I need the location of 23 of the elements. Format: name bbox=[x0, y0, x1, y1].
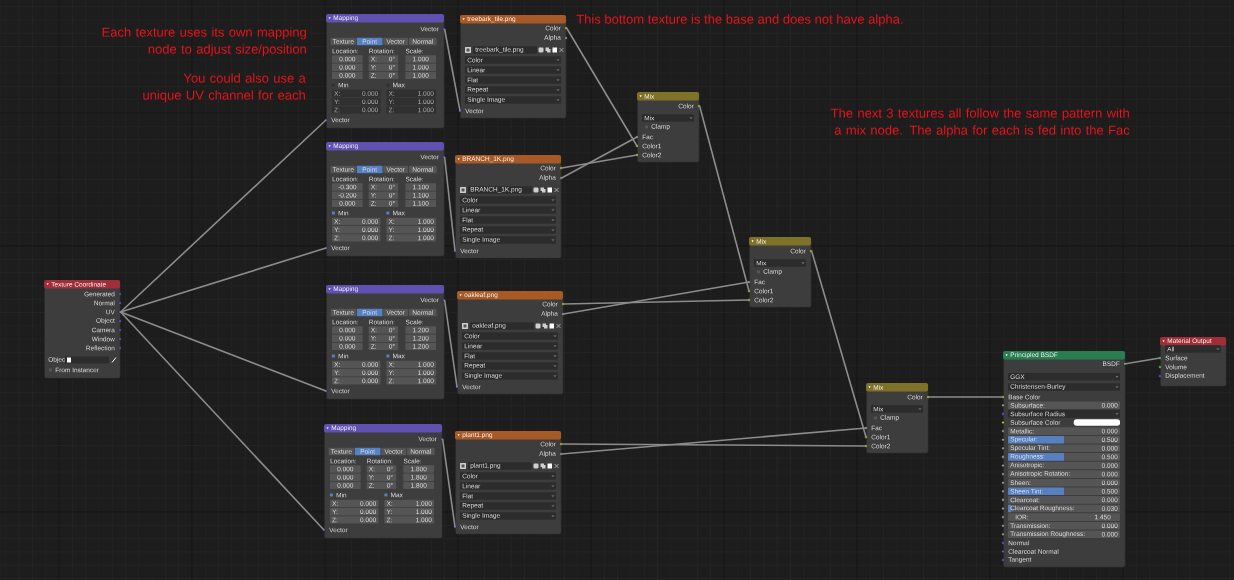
connector-line bbox=[565, 27, 638, 147]
connector-line bbox=[927, 396, 1004, 398]
annotation-text: Each texture uses its own mapping node to adjust size/position bbox=[102, 27, 306, 57]
connector-line bbox=[119, 311, 325, 531]
connector-line bbox=[119, 311, 327, 392]
connector-line bbox=[443, 28, 461, 112]
connector-line bbox=[560, 443, 867, 447]
connector-line bbox=[562, 299, 750, 305]
connector-line bbox=[698, 105, 750, 292]
annotation-text: The next 3 textures all follow the same pattern with a mix node. The alpha for each is fed into the Fac bbox=[830, 108, 1130, 138]
connector-line bbox=[443, 156, 456, 252]
connector-line bbox=[560, 427, 867, 455]
connector-line bbox=[560, 136, 638, 179]
connector-line bbox=[1124, 357, 1161, 365]
connector-line bbox=[119, 247, 327, 313]
annotation-text: This bottom texture is the base and does not have alpha. bbox=[576, 14, 903, 27]
connector-line bbox=[119, 119, 327, 313]
connector-line bbox=[441, 438, 456, 528]
connector-line bbox=[443, 299, 458, 388]
connector-line bbox=[562, 281, 750, 315]
connector-line bbox=[810, 250, 867, 438]
connector-line bbox=[560, 154, 638, 169]
annotation-text: You could also use a unique UV channel for each bbox=[143, 73, 306, 103]
